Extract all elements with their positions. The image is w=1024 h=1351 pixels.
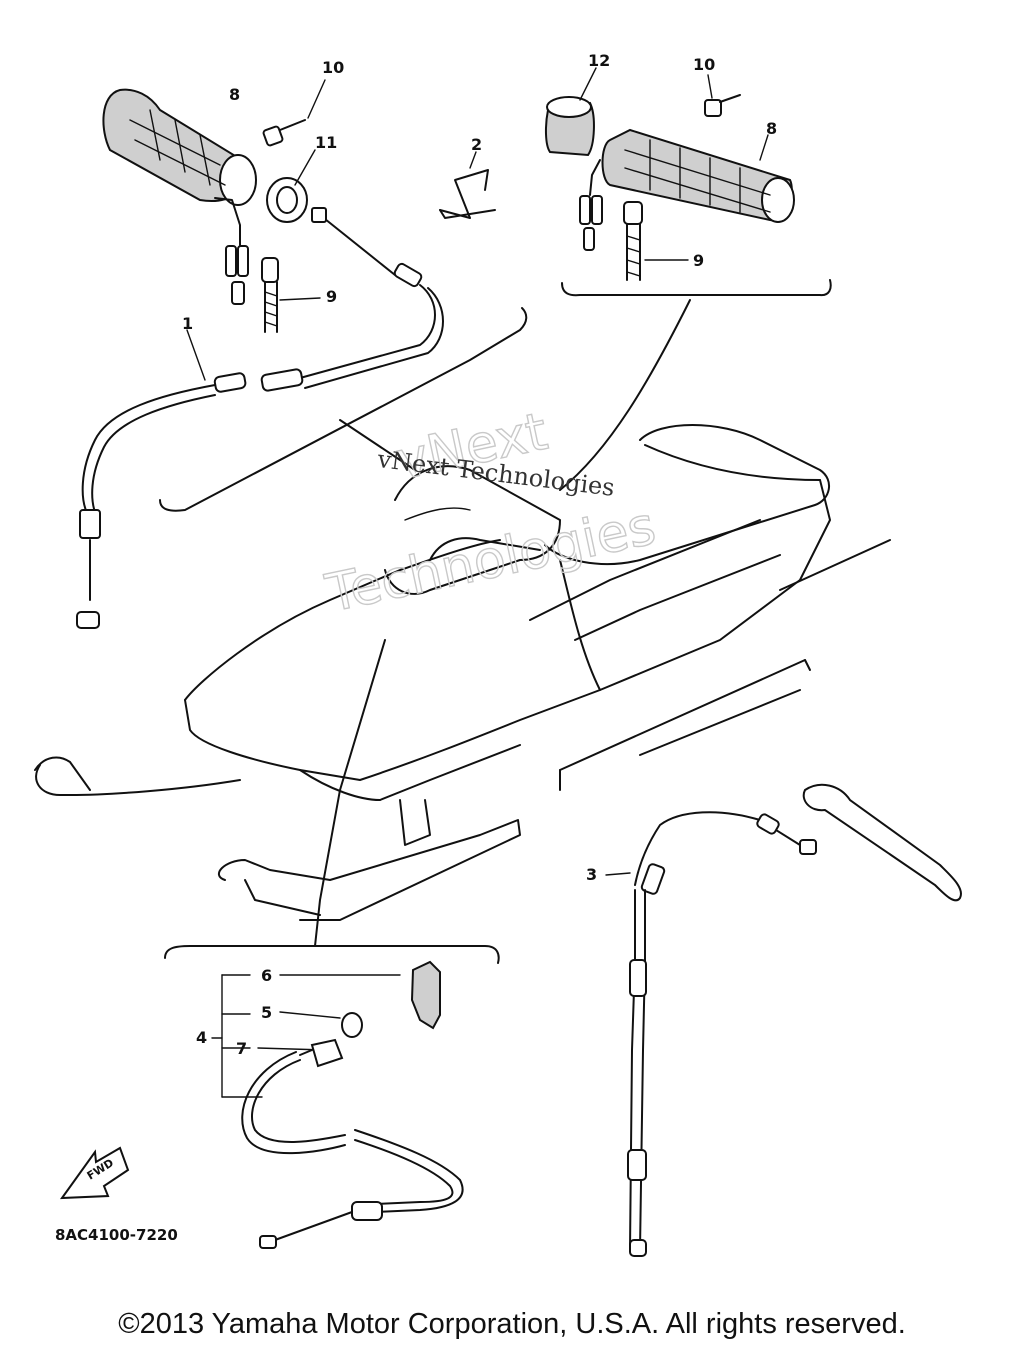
callout-9: 9	[326, 287, 337, 306]
fwd-arrow: FWD	[59, 1146, 130, 1200]
callout-5: 5	[261, 1003, 272, 1022]
snowmobile	[34, 424, 891, 921]
left-grip	[102, 88, 257, 206]
callout-4: 4	[196, 1028, 207, 1047]
callout-9: 9	[693, 251, 704, 270]
choke-cable-group	[164, 639, 500, 1249]
copyright-notice: ©2013 Yamaha Motor Corporation, U.S.A. A…	[118, 1308, 906, 1340]
right-grip	[601, 128, 795, 223]
watermark-large-line2: Technologies	[320, 496, 660, 624]
callout-12: 12	[588, 51, 610, 70]
callout-8: 8	[766, 119, 777, 138]
callouts: 10 8 11 2 9 1 12 10 8 9 3 6 5 4 7	[182, 51, 777, 1058]
callout-10: 10	[693, 55, 715, 74]
callout-11: 11	[315, 133, 337, 152]
part-code: 8AC4100-7220	[55, 1226, 178, 1244]
callout-1: 1	[182, 314, 193, 333]
callout-6: 6	[261, 966, 272, 985]
callout-10: 10	[322, 58, 344, 77]
callout-3: 3	[586, 865, 597, 884]
watermark: vNext Technologies vNext Technologies	[320, 401, 662, 625]
brake-cable-group	[605, 783, 962, 1257]
left-grip-group	[76, 79, 528, 629]
callout-2: 2	[471, 135, 482, 154]
callout-8: 8	[229, 85, 240, 104]
callout-7: 7	[236, 1039, 247, 1058]
right-grip-group	[544, 67, 832, 491]
